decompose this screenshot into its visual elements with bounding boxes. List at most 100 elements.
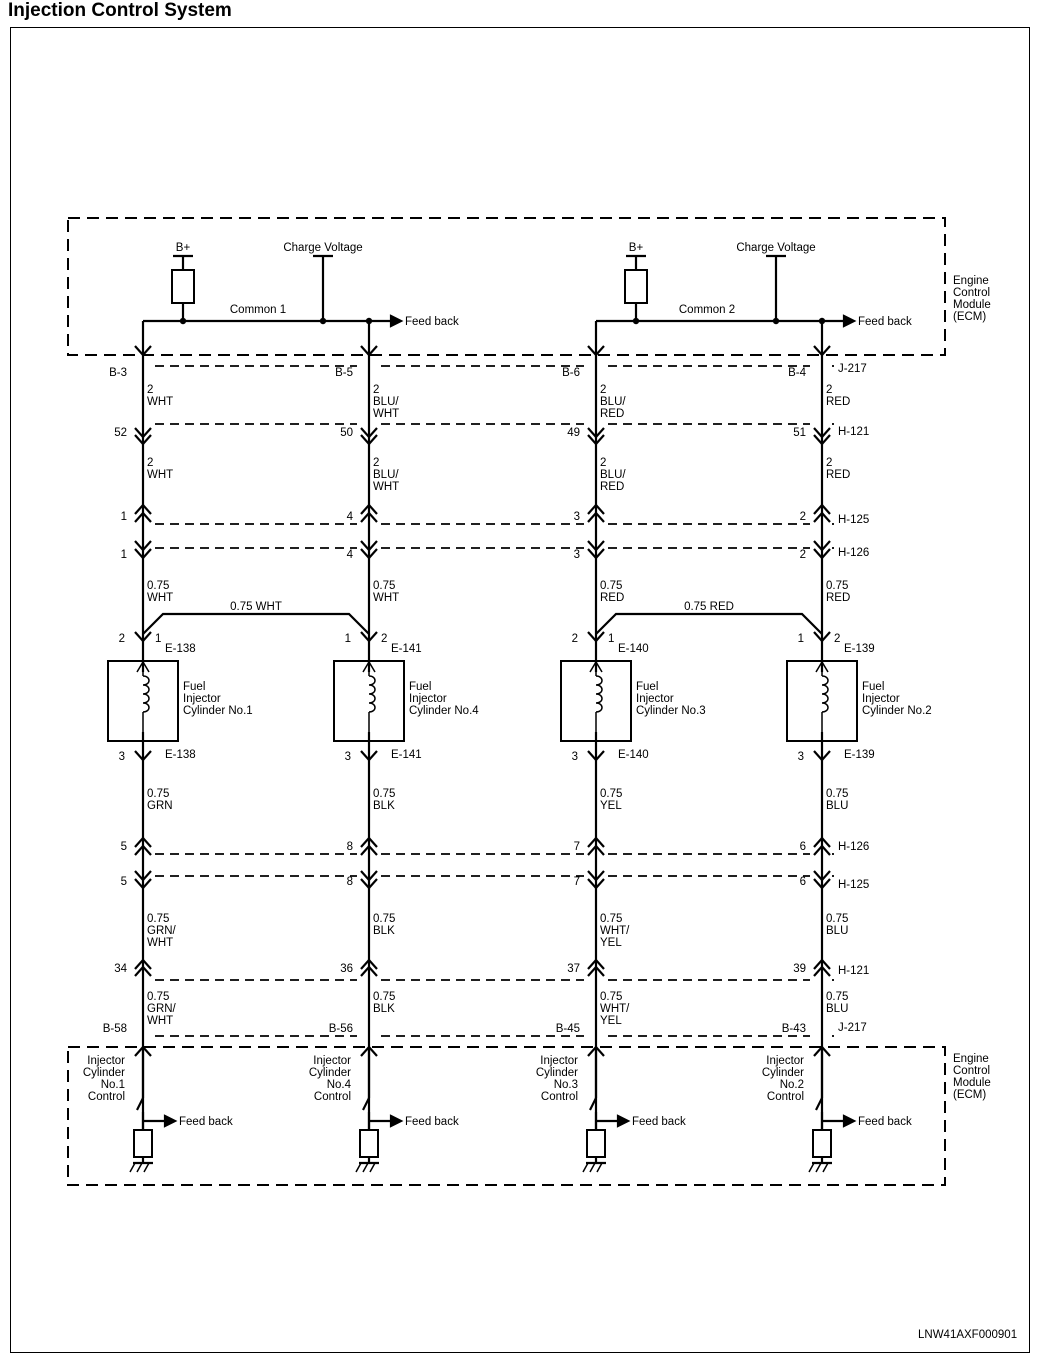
bridge-label: 0.75 WHT: [230, 601, 282, 613]
pin-label: 37: [567, 963, 580, 975]
bridge-wire: [142, 612, 370, 635]
ecm-label-bottom: Engine Control Module (ECM): [953, 1053, 991, 1101]
bridge-wire: [595, 612, 823, 635]
h121-chevron: [587, 434, 605, 446]
svg-text:Module: Module: [953, 299, 991, 311]
b-plus-label: B+: [629, 242, 644, 254]
wire-color: YEL: [600, 1015, 622, 1027]
control-label: No.4: [327, 1079, 352, 1091]
pin-label: 8: [347, 841, 353, 853]
ecm-bottom-box: [67, 1046, 946, 1186]
wire-gauge: 2: [147, 384, 153, 396]
connector-id: J-217: [838, 363, 867, 375]
injector-label: Cylinder No.2: [862, 705, 932, 717]
wire-gauge: 0.75: [147, 788, 169, 800]
h126-chevron: [587, 836, 605, 848]
pin-label: 1: [155, 633, 161, 645]
control-label: Cylinder: [536, 1067, 578, 1079]
ground-icon: [355, 1162, 376, 1173]
h121-chevron: [360, 958, 378, 970]
h121-chevron: [813, 434, 831, 446]
feedback-label: Feed back: [405, 1116, 459, 1128]
wire-color: RED: [600, 408, 624, 420]
wire-gauge: 2: [147, 457, 153, 469]
injector-label: Fuel: [636, 681, 658, 693]
pin-label: 3: [119, 751, 125, 763]
wire-color: YEL: [600, 800, 622, 812]
connector-id: H-125: [838, 514, 869, 526]
h121-chevron: [134, 965, 152, 977]
wire-gauge: 0.75: [826, 788, 848, 800]
svg-text:(ECM): (ECM): [953, 1089, 986, 1101]
wire-color: WHT/: [600, 925, 630, 937]
h126-chevron: [813, 548, 831, 560]
wire-color: WHT: [147, 1015, 173, 1027]
control-label: Cylinder: [83, 1067, 125, 1079]
h121-chevron: [813, 427, 831, 439]
feedback-arrow: [389, 314, 404, 328]
wire-gauge: 0.75: [147, 991, 169, 1003]
charge-voltage-label: Charge Voltage: [736, 242, 815, 254]
h125-chevron: [587, 511, 605, 523]
feedback-label: Feed back: [405, 316, 459, 328]
injector-arrow: [589, 660, 603, 673]
h121-chevron: [813, 958, 831, 970]
injector-label: Injector: [409, 693, 447, 705]
pin-label: 7: [574, 876, 580, 888]
h121-chevron: [360, 427, 378, 439]
pin-label: 6: [800, 841, 806, 853]
pin-label: 1: [121, 549, 127, 561]
resistor: [359, 1129, 379, 1158]
injector-arrow: [362, 660, 376, 673]
junction-dot: [632, 317, 640, 325]
control-label: Control: [314, 1091, 351, 1103]
switch-contact: [362, 1097, 370, 1111]
wire-color: RED: [826, 469, 850, 481]
h126-chevron: [134, 844, 152, 856]
wire-color: BLU: [826, 925, 848, 937]
injector-label: Injector: [862, 693, 900, 705]
bridge-label: 0.75 RED: [684, 601, 734, 613]
wire-gauge: 0.75: [600, 788, 622, 800]
control-label: Control: [541, 1091, 578, 1103]
connector-id: E-140: [618, 749, 649, 761]
h121-chevron: [360, 434, 378, 446]
wire-color: WHT: [373, 408, 399, 420]
h126-chevron: [813, 836, 831, 848]
h126-chevron: [587, 844, 605, 856]
wire-gauge: 2: [600, 384, 606, 396]
wire-color: RED: [826, 592, 850, 604]
ecm-top-box: [67, 217, 946, 356]
j217-chevron: [360, 345, 378, 357]
pin-label: 5: [121, 841, 127, 853]
wire-color: BLU/: [373, 396, 399, 408]
h125-chevron: [134, 511, 152, 523]
connector-id: H-126: [838, 547, 869, 559]
h125-chevron: [813, 870, 831, 882]
wire-color: BLK: [373, 1003, 395, 1015]
control-label: Control: [88, 1091, 125, 1103]
h126-chevron: [134, 540, 152, 552]
wire-color: BLU/: [373, 469, 399, 481]
pin-label: 39: [793, 963, 806, 975]
pin-label: 6: [800, 876, 806, 888]
feedback-arrow: [616, 1114, 631, 1128]
h125-chevron: [360, 878, 378, 890]
injector-label: Fuel: [183, 681, 205, 693]
pin-label: 2: [800, 511, 806, 523]
wire-gauge: 0.75: [373, 788, 395, 800]
svg-text:Control: Control: [953, 1065, 990, 1077]
coil-icon: [368, 675, 376, 713]
pin-label: 4: [347, 511, 354, 523]
wire-color: GRN/: [147, 925, 177, 937]
pin-label: B-45: [556, 1023, 580, 1035]
injector-label: Cylinder No.3: [636, 705, 706, 717]
injector-label: Fuel: [862, 681, 884, 693]
ground-icon: [808, 1162, 829, 1173]
control-label: Cylinder: [309, 1067, 351, 1079]
wire-gauge: 0.75: [373, 580, 395, 592]
figure-id: LNW41AXF000901: [918, 1329, 1017, 1341]
pin-label: 3: [345, 751, 351, 763]
injector-label: Cylinder No.4: [409, 705, 479, 717]
